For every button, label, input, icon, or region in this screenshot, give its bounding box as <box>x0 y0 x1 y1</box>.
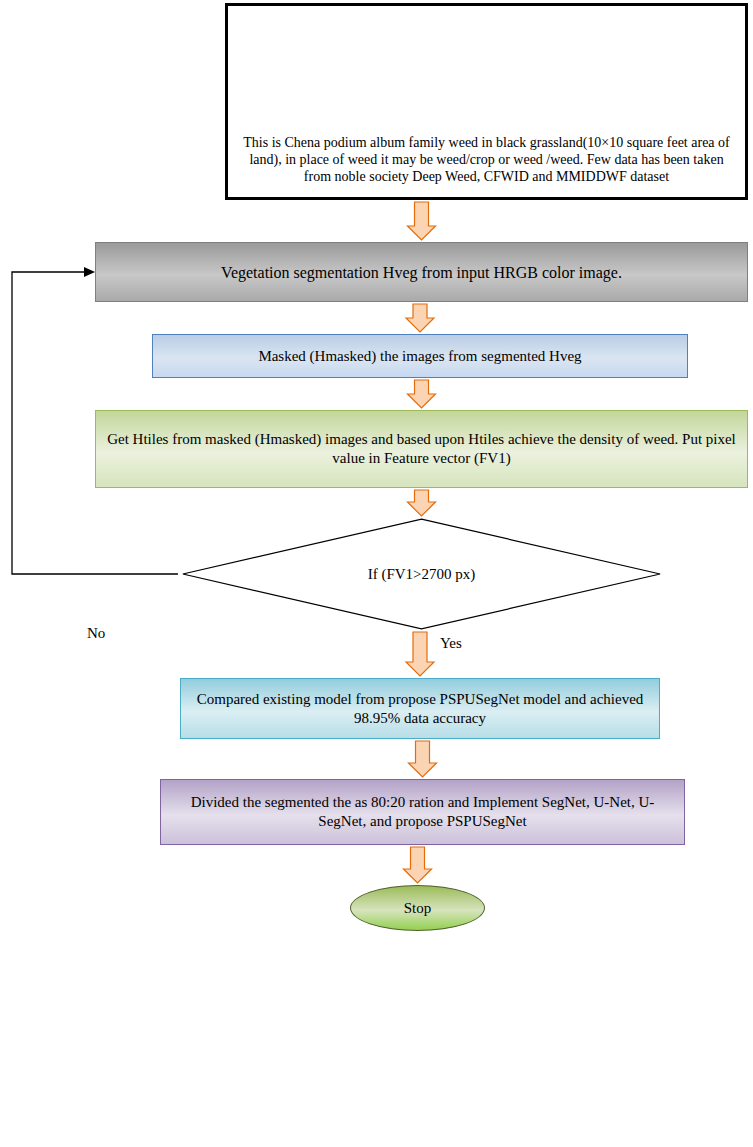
node-text: Get Htiles from masked (Hmasked) images … <box>106 430 737 468</box>
process-box: Compared existing model from propose PSP… <box>180 678 660 739</box>
decision-diamond: If (FV1>2700 px) <box>178 518 665 630</box>
process-box: Divided the segmented the as 80:20 ratio… <box>160 779 685 845</box>
block-arrow <box>408 202 436 240</box>
connector <box>404 847 432 883</box>
node-text: Compared existing model from propose PSP… <box>191 690 649 728</box>
connector <box>406 632 434 676</box>
arrowhead <box>84 267 95 277</box>
process-box: Get Htiles from masked (Hmasked) images … <box>95 410 748 488</box>
edge-label: Yes <box>438 634 464 652</box>
connector <box>408 490 436 516</box>
node-text: If (FV1>2700 px) <box>268 565 575 584</box>
block-arrow <box>408 380 436 408</box>
block-arrow <box>404 847 432 883</box>
process-box: Vegetation segmentation Hveg from input … <box>95 242 748 302</box>
block-arrow <box>408 490 436 516</box>
node-text: Vegetation segmentation Hveg from input … <box>106 263 737 282</box>
node-text: Divided the segmented the as 80:20 ratio… <box>171 793 674 831</box>
block-arrow <box>406 304 434 332</box>
node-text: This is Chena podium album family weed i… <box>238 134 735 185</box>
connector <box>409 741 437 777</box>
connector <box>408 202 436 240</box>
diamond-shape <box>183 519 660 629</box>
block-arrow <box>409 741 437 777</box>
terminal-ellipse: Stop <box>350 885 485 931</box>
node-text: Stop <box>361 899 474 918</box>
edge-label: No <box>85 624 107 642</box>
connector <box>408 380 436 408</box>
connector <box>406 304 434 332</box>
node-text: Masked (Hmasked) the images from segment… <box>163 347 677 366</box>
input-image-box: This is Chena podium album family weed i… <box>225 3 748 200</box>
process-box: Masked (Hmasked) the images from segment… <box>152 334 688 378</box>
block-arrow <box>406 632 434 676</box>
